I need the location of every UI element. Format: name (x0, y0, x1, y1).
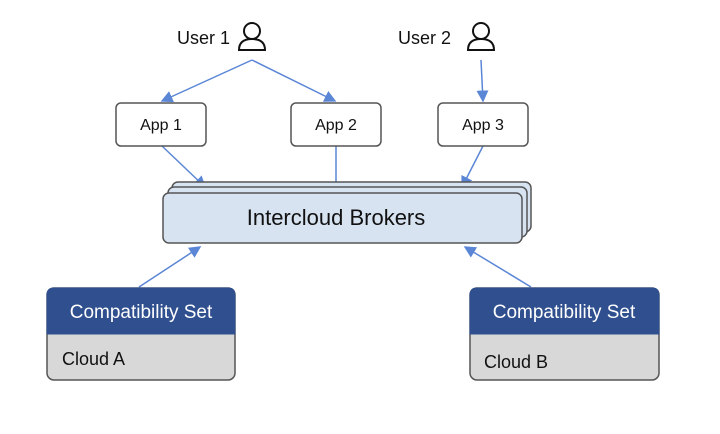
app-label: App 3 (462, 117, 504, 134)
connectors (138, 59, 532, 288)
user-label: User 2 (398, 28, 451, 48)
broker-layer-front (162, 192, 523, 244)
person-icon (466, 22, 496, 51)
app-label: App 1 (140, 117, 182, 134)
arrow-user1-app2 (251, 59, 337, 102)
cloud-b-card: Compatibility Set Cloud B (469, 287, 660, 381)
app-1-box: App 1 (115, 102, 207, 147)
cloud-name-label: Cloud B (484, 352, 548, 372)
user-1: User 1 (177, 22, 267, 51)
app-2-box: App 2 (290, 102, 382, 147)
arrow-user1-app1 (160, 59, 253, 103)
cloud-a-card: Compatibility Set Cloud A (46, 287, 236, 381)
intercloud-brokers-stack: Intercloud Brokers (162, 181, 532, 244)
person-icon (237, 22, 267, 51)
compatibility-set-label: Compatibility Set (70, 302, 213, 323)
arrow-cloudA-brokers (138, 246, 202, 288)
compatibility-set-label: Compatibility Set (493, 302, 636, 323)
user-label: User 1 (177, 28, 230, 48)
user-2: User 2 (398, 22, 496, 51)
app-label: App 2 (315, 117, 357, 134)
arrow-user2-app3 (476, 59, 489, 103)
arrow-app3-brokers (461, 145, 484, 189)
app-3-box: App 3 (437, 102, 529, 147)
arrow-cloudB-brokers (463, 246, 532, 288)
cloud-name-label: Cloud A (62, 349, 125, 369)
arrow-app1-brokers (161, 145, 207, 189)
brokers-label: Intercloud Brokers (247, 205, 426, 230)
